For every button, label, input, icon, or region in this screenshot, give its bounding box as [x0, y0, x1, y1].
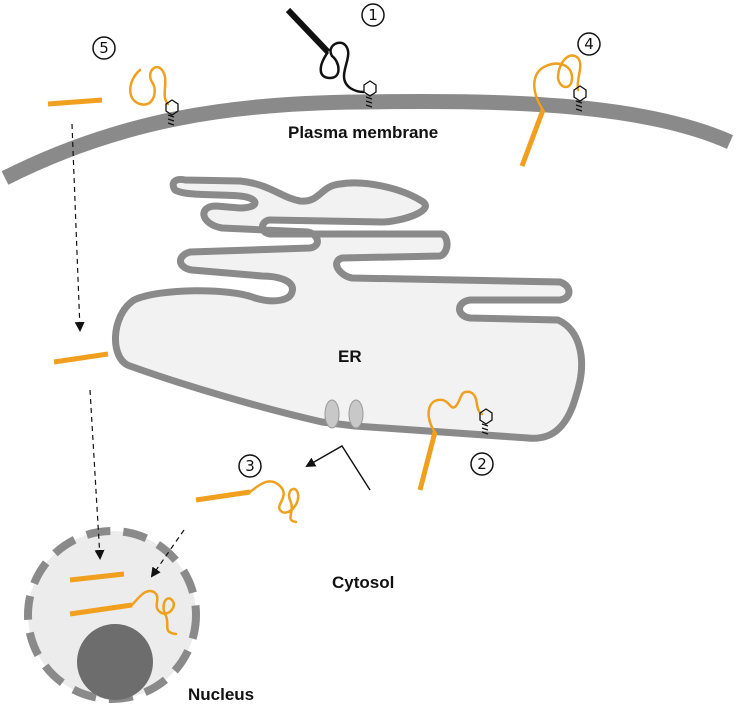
- dashed-arrow-pm-to-cytosol: [71, 123, 85, 332]
- orange-loop-5: [129, 65, 170, 106]
- nuclear-fragment-1: [69, 571, 125, 583]
- plasma-membrane-label: Plasma membrane: [288, 123, 438, 142]
- translocon-left: [324, 399, 340, 429]
- orange-loop-4: [533, 54, 582, 112]
- gpi-anchor-1: [363, 80, 377, 108]
- tm-segment-4: [519, 109, 546, 167]
- translocon-right: [348, 399, 364, 429]
- nucleolus: [77, 624, 153, 700]
- marker-3: 3: [238, 454, 262, 478]
- gpi-anchor-5: [165, 99, 179, 126]
- svg-text:2: 2: [477, 455, 487, 473]
- cytosolic-bar-3: [195, 489, 251, 503]
- nuclear-fragment-2: [69, 602, 133, 617]
- dashed-arrow-er-to-nucleus: [150, 529, 185, 578]
- svg-text:4: 4: [584, 35, 594, 53]
- black-protein-chain: [319, 41, 365, 94]
- marker-2: 2: [470, 452, 494, 476]
- tm-segment-2: [417, 431, 438, 491]
- nucleus-label: Nucleus: [188, 685, 254, 704]
- orange-loop-2: [427, 390, 484, 434]
- gpi-anchor-4: [573, 85, 587, 112]
- nuclear-orange-loop: [130, 589, 178, 636]
- orange-loop-3: [248, 480, 300, 524]
- dashed-arrow-cytosol-to-nucleus: [89, 389, 105, 560]
- svg-text:3: 3: [245, 457, 255, 475]
- plasma-membrane: [1, 93, 734, 185]
- gpi-anchor-2: [479, 408, 493, 435]
- marker-1: 1: [361, 3, 385, 27]
- antibody-stick: [285, 7, 331, 55]
- marker-4: 4: [577, 32, 601, 56]
- cytosolic-fragment: [53, 351, 109, 365]
- endoplasmic-reticulum: [112, 176, 586, 442]
- retrotranslocation-arrow: [305, 445, 371, 491]
- er-label: ER: [338, 347, 362, 366]
- marker-5: 5: [92, 36, 116, 60]
- svg-text:1: 1: [368, 6, 378, 24]
- released-fragment-5: [47, 97, 103, 107]
- cytosol-label: Cytosol: [332, 573, 394, 592]
- svg-text:5: 5: [99, 39, 109, 57]
